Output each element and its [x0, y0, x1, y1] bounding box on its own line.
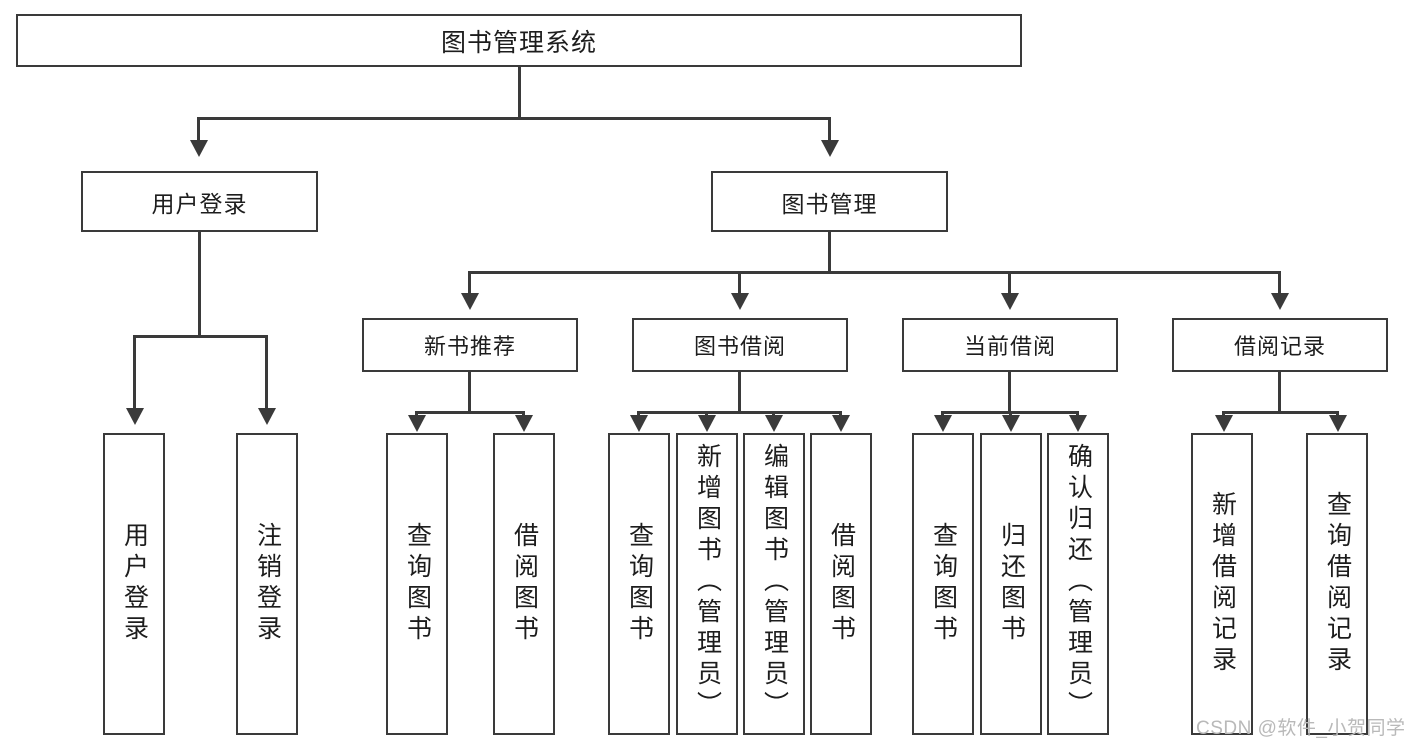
node-borrow-record[interactable]: 借阅记录	[1172, 318, 1388, 372]
arrow-user-login-to-leaf-1	[258, 408, 276, 425]
leaf-book-borrow-edit[interactable]: 编辑图书（管理员）	[743, 433, 805, 735]
leaf-label: 用户登录	[120, 522, 149, 646]
edge-root-stem	[518, 67, 521, 119]
arrow-borrow-record-to-leaf-1	[1329, 415, 1347, 432]
arrow-bm-to-borrow-record	[1271, 293, 1289, 310]
edge-user-login-stem	[198, 232, 201, 338]
arrow-user-login-to-leaf-0	[126, 408, 144, 425]
edge-user-login-to-leaf-1	[265, 335, 268, 410]
edge-root-to-user-login	[197, 117, 200, 142]
arrow-new-book-to-leaf-1	[515, 415, 533, 432]
node-current-borrow[interactable]: 当前借阅	[902, 318, 1118, 372]
edge-book-management-stem	[828, 232, 831, 274]
leaf-book-borrow-add[interactable]: 新增图书（管理员）	[676, 433, 738, 735]
edge-root-distributor	[197, 117, 831, 120]
leaf-borrow-record-query[interactable]: 查询借阅记录	[1306, 433, 1368, 735]
leaf-label: 归还图书	[997, 522, 1026, 646]
arrow-bm-to-current-borrow	[1001, 293, 1019, 310]
leaf-user-login-logout[interactable]: 注销登录	[236, 433, 298, 735]
arrow-book-borrow-to-leaf-1	[698, 415, 716, 432]
node-label: 图书管理	[781, 190, 878, 217]
edge-bm-to-borrow-record	[1278, 271, 1281, 295]
node-label: 借阅记录	[1233, 334, 1326, 359]
arrow-root-to-book-management	[821, 140, 839, 157]
arrow-borrow-record-to-leaf-0	[1215, 415, 1233, 432]
arrow-root-to-user-login	[190, 140, 208, 157]
leaf-label: 查询图书	[929, 522, 958, 646]
leaf-label: 借阅图书	[827, 522, 856, 646]
leaf-current-borrow-confirm-return[interactable]: 确认归还（管理员）	[1047, 433, 1109, 735]
arrow-book-borrow-to-leaf-2	[765, 415, 783, 432]
leaf-label: 确认归还（管理员）	[1064, 443, 1093, 722]
leaf-book-borrow-borrow[interactable]: 借阅图书	[810, 433, 872, 735]
edge-bm-to-new-book	[468, 271, 471, 295]
node-label: 图书管理系统	[440, 28, 597, 57]
leaf-label: 注销登录	[253, 522, 282, 646]
arrow-current-borrow-to-leaf-0	[934, 415, 952, 432]
edge-user-login-to-leaf-0	[133, 335, 136, 410]
node-label: 当前借阅	[963, 334, 1056, 359]
node-book-borrow[interactable]: 图书借阅	[632, 318, 848, 372]
leaf-label: 查询图书	[403, 522, 432, 646]
leaf-current-borrow-query[interactable]: 查询图书	[912, 433, 974, 735]
leaf-user-login-login[interactable]: 用户登录	[103, 433, 165, 735]
csdn-watermark: CSDN @软件_小贺同学	[1196, 718, 1405, 739]
arrow-bm-to-book-borrow	[731, 293, 749, 310]
arrow-book-borrow-to-leaf-3	[832, 415, 850, 432]
edge-book-borrow-distributor	[637, 411, 842, 414]
arrow-book-borrow-to-leaf-0	[630, 415, 648, 432]
leaf-label: 新增图书（管理员）	[693, 443, 722, 722]
edge-borrow-record-stem	[1278, 372, 1281, 414]
edge-borrow-record-distributor	[1222, 411, 1339, 414]
node-root-book-management-system[interactable]: 图书管理系统	[16, 14, 1022, 67]
leaf-new-book-borrow[interactable]: 借阅图书	[493, 433, 555, 735]
edge-bm-to-current-borrow	[1008, 271, 1011, 295]
leaf-label: 查询图书	[625, 522, 654, 646]
edge-new-book-distributor	[415, 411, 525, 414]
leaf-label: 新增借阅记录	[1208, 491, 1237, 677]
arrow-current-borrow-to-leaf-1	[1002, 415, 1020, 432]
node-book-management[interactable]: 图书管理	[711, 171, 948, 232]
arrow-new-book-to-leaf-0	[408, 415, 426, 432]
edge-current-borrow-stem	[1008, 372, 1011, 414]
node-label: 用户登录	[151, 190, 248, 217]
edge-new-book-stem	[468, 372, 471, 414]
leaf-label: 查询借阅记录	[1323, 491, 1352, 677]
node-new-book-recommend[interactable]: 新书推荐	[362, 318, 578, 372]
edge-book-borrow-stem	[738, 372, 741, 414]
edge-root-to-book-management	[828, 117, 831, 142]
leaf-label: 借阅图书	[510, 522, 539, 646]
node-user-login[interactable]: 用户登录	[81, 171, 318, 232]
edge-user-login-distributor	[133, 335, 268, 338]
node-label: 图书借阅	[693, 334, 786, 359]
leaf-borrow-record-add[interactable]: 新增借阅记录	[1191, 433, 1253, 735]
leaf-label: 编辑图书（管理员）	[760, 443, 789, 722]
edge-bm-to-book-borrow	[738, 271, 741, 295]
arrow-current-borrow-to-leaf-2	[1069, 415, 1087, 432]
leaf-new-book-query[interactable]: 查询图书	[386, 433, 448, 735]
arrow-bm-to-new-book	[461, 293, 479, 310]
edge-book-management-distributor	[468, 271, 1280, 274]
node-label: 新书推荐	[423, 334, 516, 359]
leaf-book-borrow-query[interactable]: 查询图书	[608, 433, 670, 735]
leaf-current-borrow-return[interactable]: 归还图书	[980, 433, 1042, 735]
